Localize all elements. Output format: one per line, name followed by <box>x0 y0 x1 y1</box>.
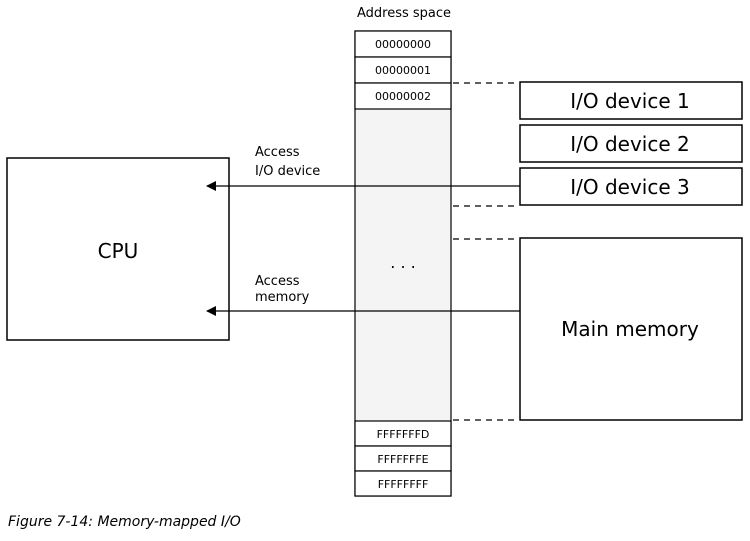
address-space-title: Address space <box>357 6 451 21</box>
io-device-2-box <box>519 124 743 163</box>
address-cell-label: FFFFFFFE <box>377 453 428 466</box>
io-device-2-label: I/O device 2 <box>570 132 690 156</box>
main-memory-label: Main memory <box>561 317 699 341</box>
io-device-3-label: I/O device 3 <box>570 175 690 199</box>
address-cell-fffffffe <box>354 445 452 472</box>
address-cell-00000000 <box>354 30 452 58</box>
memory-access-label-line2: memory <box>255 290 310 305</box>
memory-access-label-line1: Access <box>255 274 300 289</box>
io-access-label-line2: I/O device <box>255 164 320 179</box>
io-device-1-label: I/O device 1 <box>570 89 690 113</box>
address-cell-label: 00000000 <box>375 38 431 51</box>
address-cell-label: 00000001 <box>375 64 431 77</box>
address-cell-label: FFFFFFFD <box>377 428 430 441</box>
address-cell-ffffffff <box>354 470 452 497</box>
io-device-3-box <box>519 167 743 206</box>
io-access-label-line1: Access <box>255 145 300 160</box>
io-device-1-box <box>519 81 743 120</box>
figure-caption: Figure 7-14: Memory-mapped I/O <box>8 514 241 530</box>
address-cell-label: 00000002 <box>375 90 431 103</box>
main-memory-box <box>519 237 743 421</box>
address-ellipsis: . . . <box>390 253 415 272</box>
address-cell-label: FFFFFFFF <box>378 478 429 491</box>
cpu-label: CPU <box>98 239 139 263</box>
address-cell-00000002 <box>354 82 452 110</box>
cpu-box <box>6 157 230 341</box>
